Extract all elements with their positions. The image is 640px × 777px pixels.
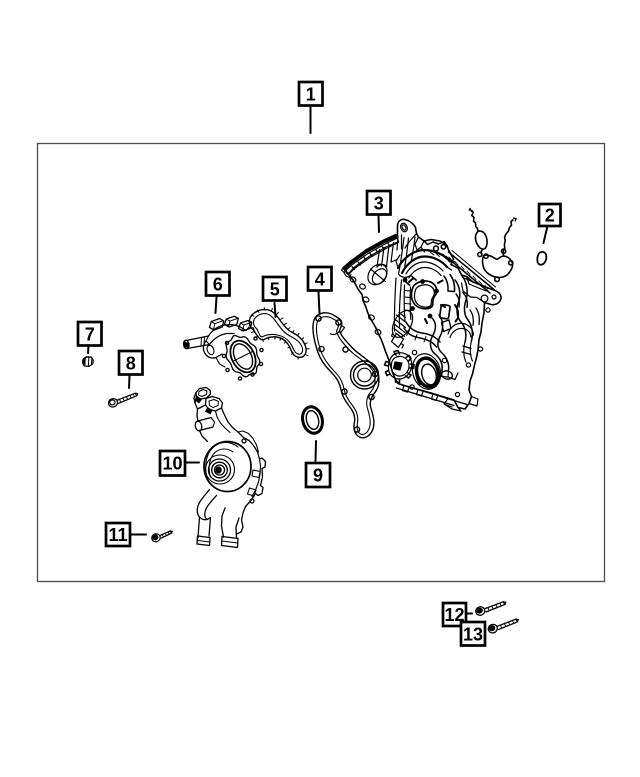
svg-text:6: 6 [213, 275, 223, 295]
svg-text:10: 10 [162, 454, 182, 474]
svg-text:5: 5 [270, 280, 280, 300]
svg-text:2: 2 [545, 206, 555, 226]
svg-text:7: 7 [85, 325, 95, 345]
svg-text:1: 1 [306, 85, 316, 105]
svg-text:13: 13 [463, 625, 483, 645]
svg-text:9: 9 [313, 466, 323, 486]
svg-text:11: 11 [108, 525, 127, 545]
svg-text:3: 3 [374, 194, 384, 214]
svg-text:4: 4 [315, 270, 325, 290]
svg-text:8: 8 [126, 354, 136, 374]
svg-text:12: 12 [444, 605, 464, 625]
